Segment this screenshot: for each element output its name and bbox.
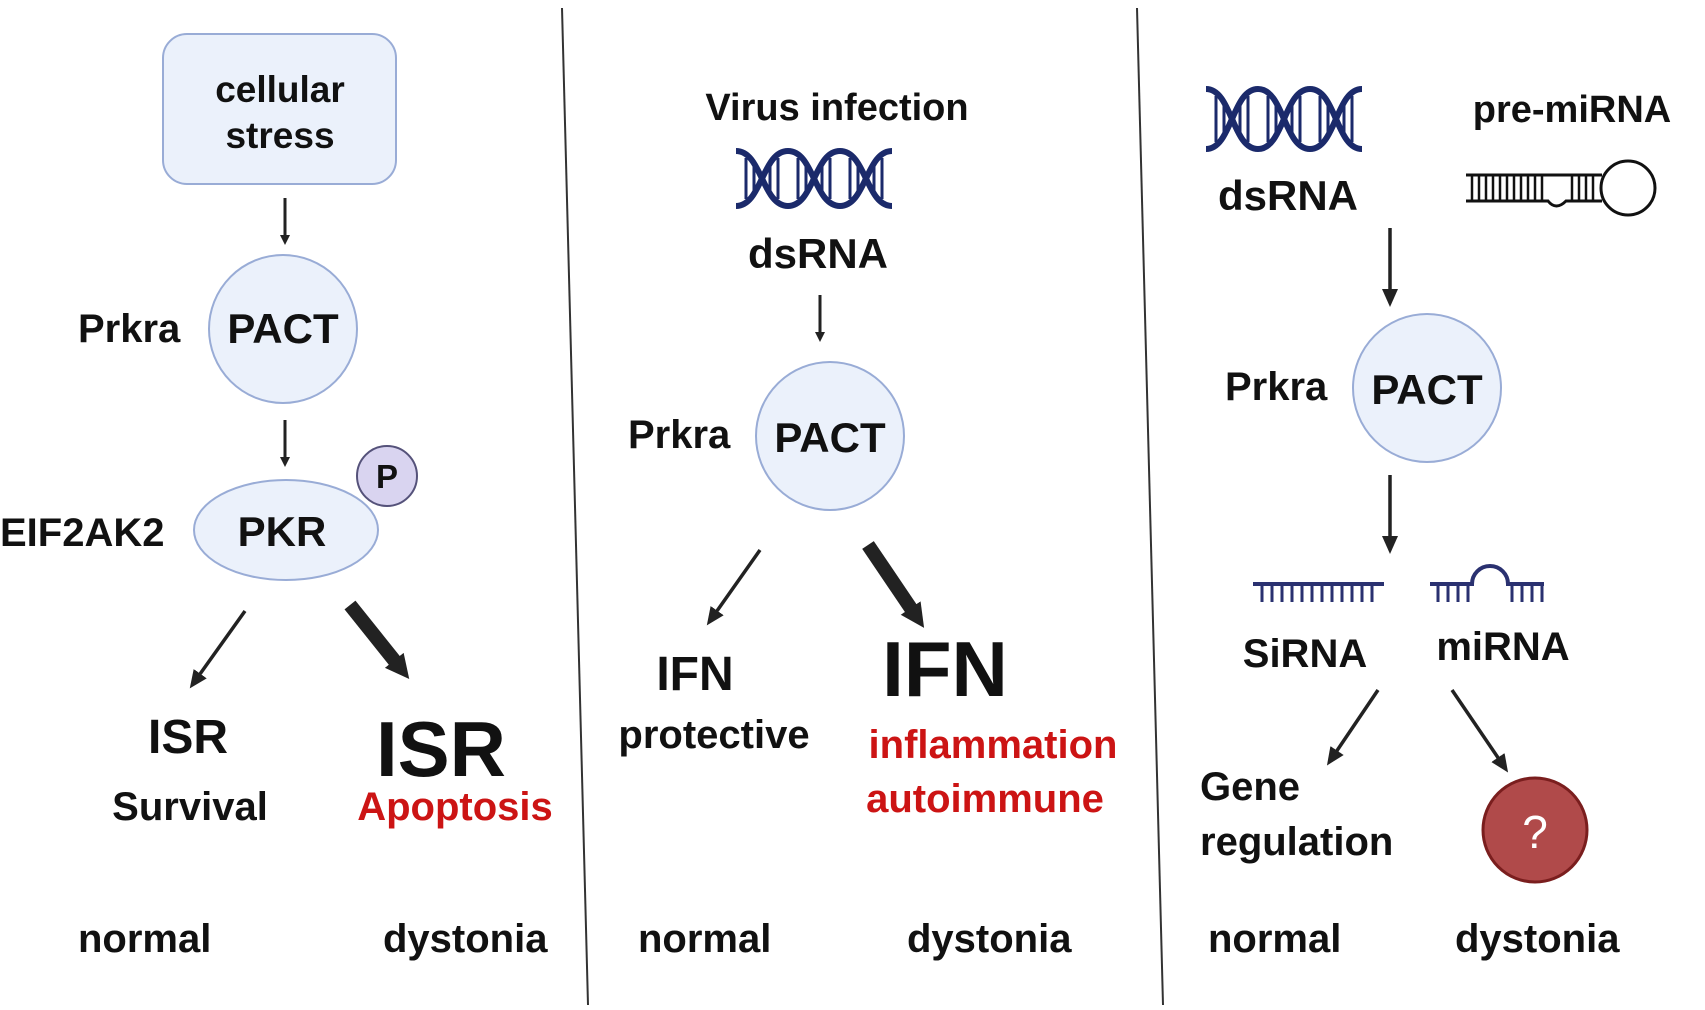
panel-divider-left (561, 7, 589, 1006)
question-mark-label: ? (1522, 806, 1548, 858)
gene-regulation-line1: Gene (1200, 765, 1300, 809)
panel3-dystonia-label: dystonia (1455, 917, 1620, 961)
unknown-outcome-icon (1481, 776, 1589, 884)
ifn-inflammation-label: IFN (882, 625, 1008, 713)
sirna-label: SiRNA (1243, 632, 1367, 676)
arrow-pact-to-ifn-protective (706, 548, 762, 626)
sirna-icon (1253, 582, 1384, 602)
eif2ak2-gene-label: EIF2AK2 (0, 511, 165, 555)
arrow-pkr-to-survival (189, 609, 247, 689)
isr-survival-label: ISR (148, 711, 228, 764)
dsrna-helix-icon (1205, 85, 1363, 153)
pre-mirna-label: pre-miRNA (1473, 89, 1671, 131)
panel2-normal-label: normal (638, 917, 771, 961)
pre-mirna-hairpin-icon (1466, 159, 1657, 217)
autoimmune-label: autoimmune (866, 777, 1104, 821)
panel1-normal-label: normal (78, 917, 211, 961)
phospho-node (356, 445, 418, 507)
panel-virus-pathway: Virus infection dsRNA PACT Prkra IFN pro… (618, 87, 1117, 961)
cellular-stress-line2: stress (225, 115, 334, 156)
arrow-pact-to-ifn-inflammation (862, 541, 925, 628)
pact-node (208, 254, 358, 404)
mirna-icon (1430, 564, 1544, 602)
pact-label: PACT (227, 305, 339, 352)
arrow-to-unknown (1450, 689, 1509, 773)
prkra-gene-label: Prkra (1225, 365, 1328, 409)
panel-rna-pathway: dsRNA pre-miRNA PACT Prkra (1200, 85, 1671, 961)
dsrna-label: dsRNA (748, 230, 888, 277)
inflammation-label: inflammation (869, 723, 1118, 767)
arrow-to-gene-regulation (1326, 689, 1380, 766)
survival-label: Survival (112, 785, 268, 829)
pact-label: PACT (1371, 366, 1483, 413)
prkra-gene-label: Prkra (78, 307, 181, 351)
gene-regulation-line2: regulation (1200, 820, 1393, 864)
panel-divider-right (1136, 7, 1164, 1006)
apoptosis-label: Apoptosis (357, 785, 553, 829)
panel1-dystonia-label: dystonia (383, 917, 548, 961)
cellular-stress-line1: cellular (215, 69, 345, 110)
virus-infection-label: Virus infection (705, 87, 968, 129)
protective-label: protective (618, 713, 809, 757)
pact-label: PACT (774, 414, 886, 461)
panel2-dystonia-label: dystonia (907, 917, 1072, 961)
panel-stress-pathway: cellular stress PACT Prkra PKR EIF2AK2 P… (0, 33, 553, 961)
arrow-pkr-to-apoptosis (344, 600, 410, 680)
prkra-gene-label: Prkra (628, 413, 731, 457)
pact-node (755, 361, 905, 511)
pkr-label: PKR (238, 508, 327, 555)
ifn-protective-label: IFN (656, 648, 733, 701)
cellular-stress-box (162, 33, 397, 185)
panel3-normal-label: normal (1208, 917, 1341, 961)
pact-node (1352, 313, 1502, 463)
dsrna-helix-icon (735, 147, 893, 210)
pkr-node (193, 479, 379, 581)
dsrna-label: dsRNA (1218, 172, 1358, 219)
isr-apoptosis-label: ISR (376, 705, 506, 793)
mirna-label: miRNA (1436, 625, 1569, 669)
phospho-label: P (376, 458, 398, 495)
